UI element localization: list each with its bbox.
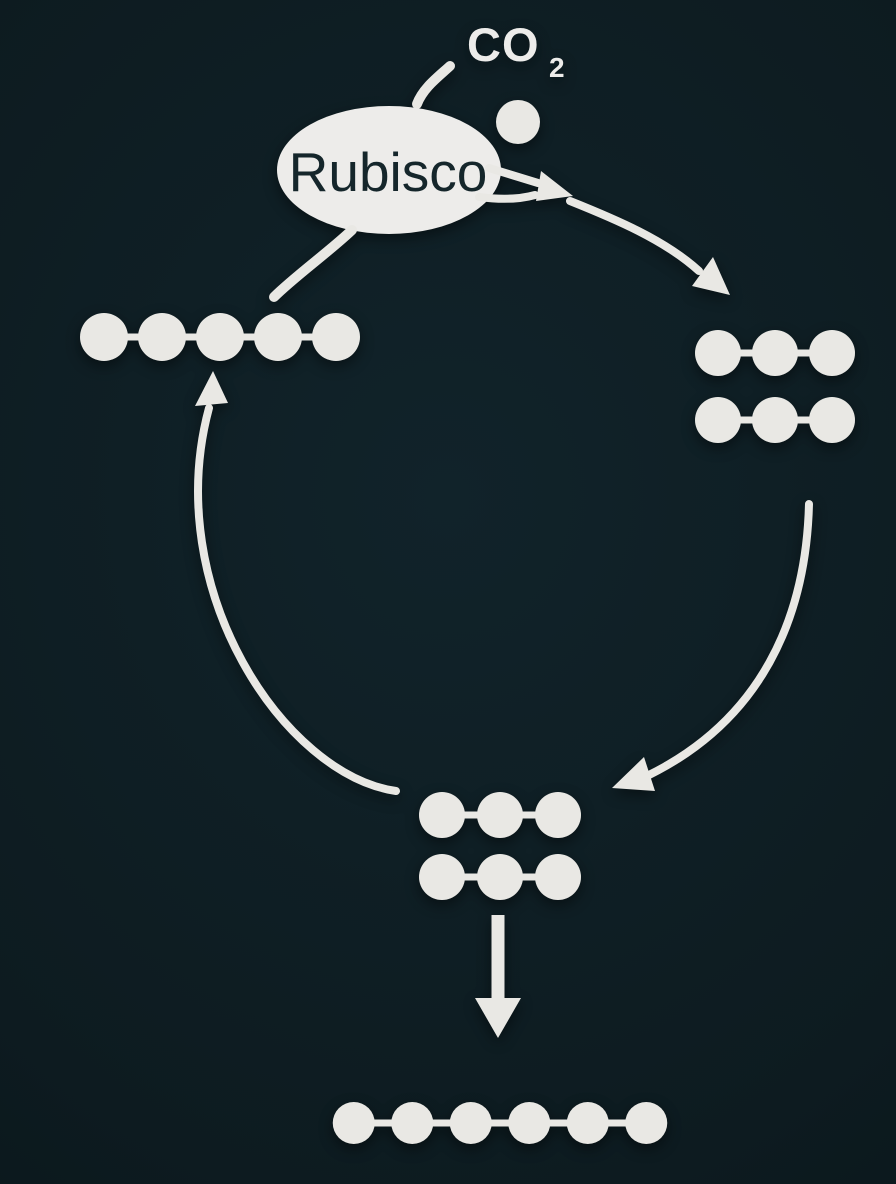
regeneration-arrowhead bbox=[195, 371, 228, 406]
co2-label-main: CO bbox=[467, 18, 540, 71]
three-carbon-pair-bottom bbox=[419, 792, 581, 900]
three-carbon-pair-right bbox=[695, 330, 855, 443]
export-arrow bbox=[475, 915, 521, 1038]
carbon-atom bbox=[809, 330, 855, 376]
rubisco-cycle-stem-line bbox=[269, 225, 357, 302]
export-arrowhead bbox=[475, 998, 521, 1038]
carbon-atom bbox=[809, 397, 855, 443]
five-carbon-chain bbox=[80, 313, 360, 361]
co2-stem-line bbox=[412, 61, 455, 109]
carbon-atom bbox=[312, 313, 360, 361]
regeneration-arrow bbox=[194, 371, 400, 795]
carbon-atom bbox=[535, 792, 581, 838]
six-carbon-chain bbox=[332, 1102, 668, 1144]
carbon-atom bbox=[535, 854, 581, 900]
co2-label: CO 2 bbox=[467, 18, 566, 83]
reduction-arrow bbox=[612, 500, 813, 791]
fixation-arrowhead-small bbox=[536, 171, 573, 201]
co2-label-subscript: 2 bbox=[549, 52, 566, 83]
carbon-atom bbox=[496, 100, 540, 144]
co2-molecule bbox=[496, 100, 540, 144]
rubisco-bubble bbox=[277, 106, 501, 234]
rubisco-label: Rubisco bbox=[289, 141, 488, 203]
reduction-arrowhead bbox=[612, 757, 655, 791]
fixation-arrow bbox=[475, 164, 730, 295]
carbon-atom bbox=[625, 1102, 668, 1144]
fixation-arrowhead-large bbox=[692, 257, 730, 295]
